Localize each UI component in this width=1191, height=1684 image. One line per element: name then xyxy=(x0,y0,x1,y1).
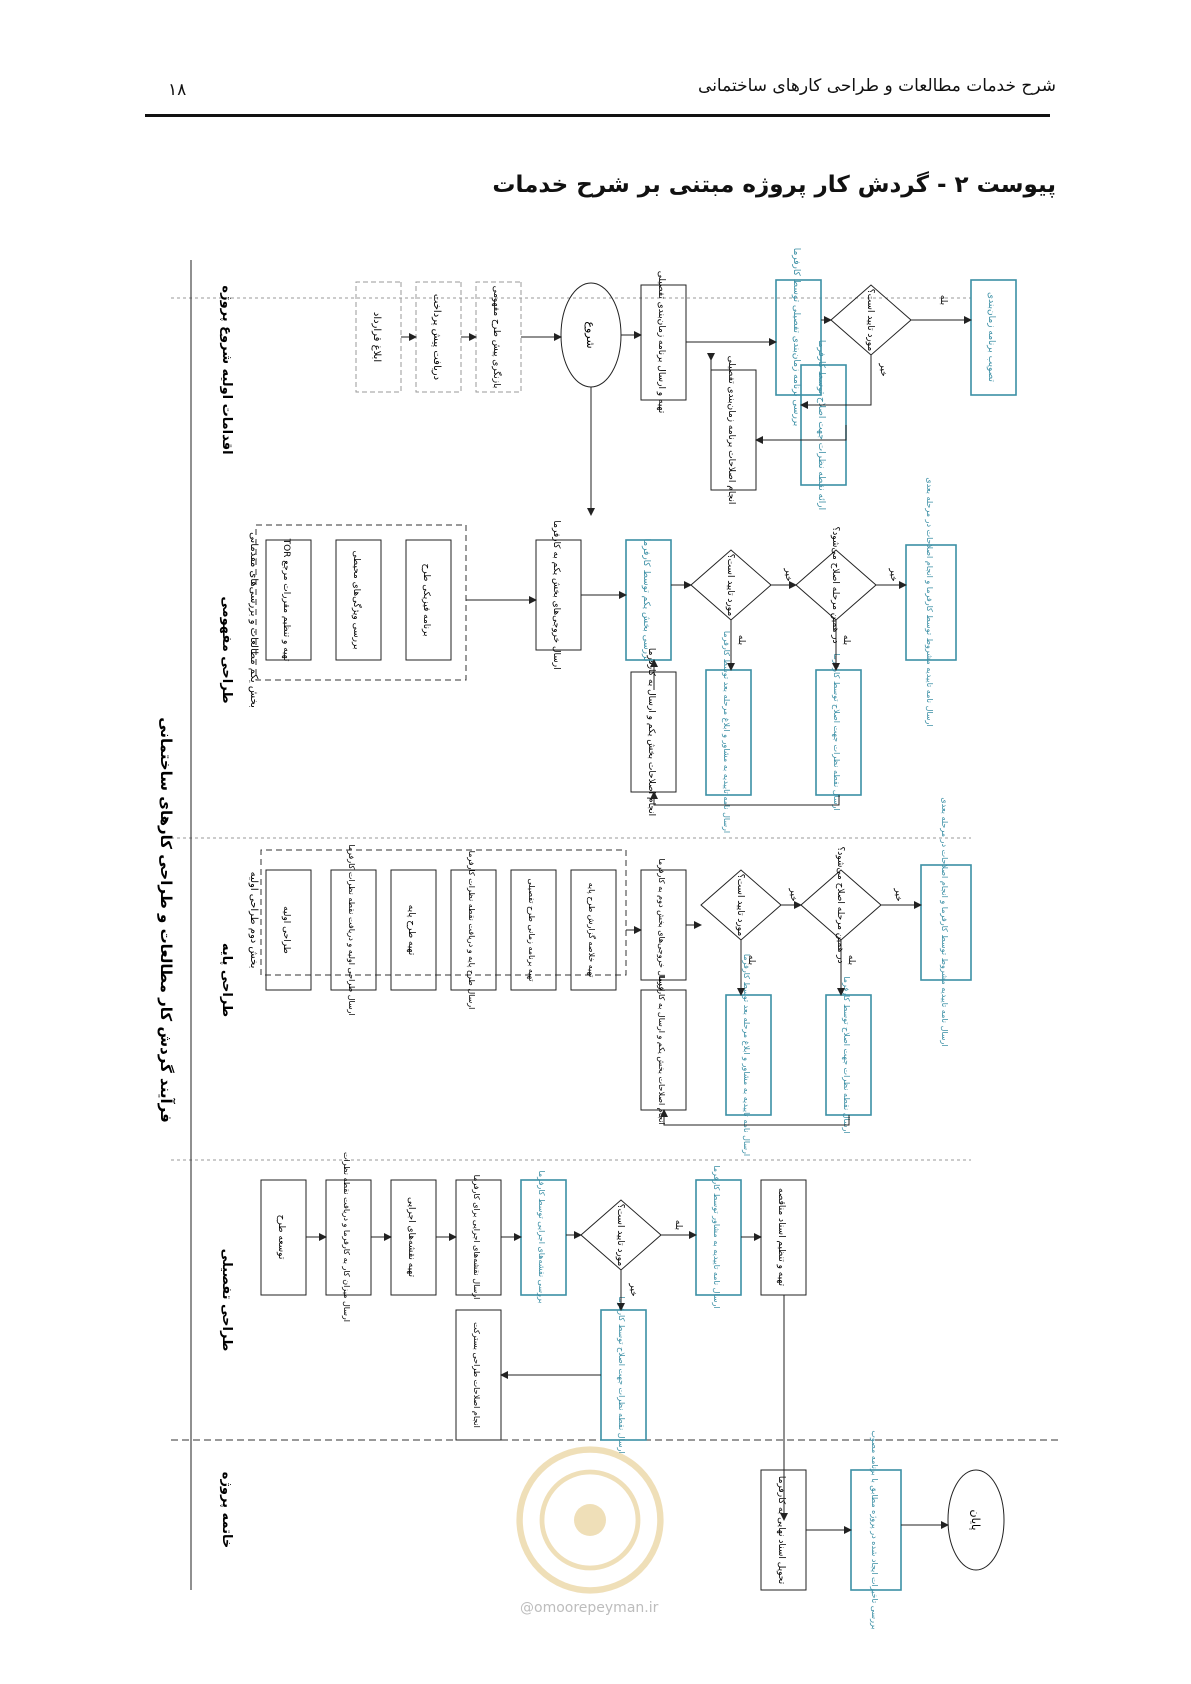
node-send-prelim: ارسال طراحی اولیه و دریافت نقطه نظرات کا… xyxy=(347,844,356,1015)
edge-no-4: خیر xyxy=(788,887,798,901)
node-approve-4: مورد تایید است؟ xyxy=(615,1204,625,1267)
edge-no-6: خیر xyxy=(628,1282,638,1296)
node-deliver: تحویل اسناد نهایی به کارفرما xyxy=(776,1476,786,1585)
node-summary: تهیه خلاصه گزارش طرح پایه xyxy=(587,883,597,978)
node-send-work: ارسال میزان کار به کارفرما و دریافت نقطه… xyxy=(342,1152,351,1322)
lane-detail: طراحی تفصیلی xyxy=(219,1249,234,1352)
node-review-1: بررسی بخش یکم توسط کارفرما xyxy=(641,539,651,662)
node-physical: برنامه فیزیکی طرح xyxy=(421,564,431,637)
node-end: پایان xyxy=(969,1510,982,1531)
node-approve-2: مورد تایید است؟ xyxy=(725,554,735,617)
node-tender: تهیه و تنظیم اسناد مناقصه xyxy=(776,1188,786,1287)
node-tor: تهیه و تنظیم مقررات مرجع TOR xyxy=(281,538,291,662)
appendix-title: پیوست ۲ - گردش کار پروژه مبتنی بر شرح خد… xyxy=(492,172,1056,198)
edge-yes-6: بله xyxy=(673,1220,683,1230)
lane-closing: خاتمه پروژه xyxy=(219,1472,234,1548)
node-prepay: دریافت پیش پرداخت xyxy=(431,294,442,380)
node-approve-3: مورد تایید است؟ xyxy=(735,874,745,937)
node-conditional-2: ارسال نامه تاییدیه مشروط توسط کارفرما و … xyxy=(940,797,949,1046)
node-letter-3: ارسال نامه تاییدیه به مشاور توسط کارفرما xyxy=(712,1165,721,1308)
node-review-exec: بررسی نقشه‌های اجرایی توسط کارفرما xyxy=(537,1170,546,1303)
node-fix-2: انجام اصلاحات بخش یکم و ارسال به کارفرما xyxy=(657,975,666,1125)
node-check: بررسی تاخیرات ایجاد شده در پروژه مطابق ب… xyxy=(870,1430,879,1629)
node-approve-1: مورد تایید است؟ xyxy=(865,289,875,352)
lane-concept: طراحی مفهومی xyxy=(219,596,234,703)
node-fix-1: انجام اصلاحات بخش یکم و ارسال به کارفرما xyxy=(646,648,656,816)
header-title: شرح خدمات مطالعات و طراحی کارهای ساختمان… xyxy=(698,76,1056,96)
node-review-concept: بازنگری پیش طرح مفهومی xyxy=(491,286,503,389)
node-send-2: ارسال خروجی‌های بخش دوم به کارفرما xyxy=(657,858,666,991)
edge-yes-2: بله xyxy=(736,635,746,645)
node-letter-2: ارسال نامه تاییدیه به مشاور و ابلاغ مرحل… xyxy=(742,954,751,1156)
edge-no-1: خیر xyxy=(878,362,888,376)
node-schedule-approve: تصویب برنامه زمان‌بندی xyxy=(986,292,996,382)
node-conditional-1: ارسال نامه تاییدیه مشروط توسط کارفرما و … xyxy=(925,477,934,726)
edge-yes-1: بله xyxy=(938,295,948,305)
watermark-text: @omoorepeyman.ir xyxy=(520,1600,659,1616)
edge-no-3: خیر xyxy=(888,567,898,581)
node-send-base: ارسال طرح پایه و دریافت نقطه نظرات کارفر… xyxy=(467,851,476,1010)
node-comments-3: ارسال نقطه نظرات جهت اصلاح توسط کارفرما xyxy=(617,1296,626,1454)
node-env: بررسی ویژگی‌های محیطی xyxy=(351,551,363,650)
node-comments-1: ارسال نقطه نظرات جهت اصلاح توسط کارفرما xyxy=(832,653,841,811)
diagram-main-title: فرآیند گردش کار مطالعات و طراحی کارهای س… xyxy=(157,717,175,1123)
edge-no-5: خیر xyxy=(893,887,903,901)
node-comments-2: ارسال نقطه نظرات جهت اصلاح توسط کارفرما xyxy=(842,976,851,1134)
node-base-plan: تهیه طرح پایه xyxy=(406,905,416,956)
edge-yes-3: بله xyxy=(841,635,851,645)
node-contract: ابلاغ قرارداد xyxy=(371,312,382,362)
node-schedule-review: بررسی برنامه زمان‌بندی تفصیلی توسط کارفر… xyxy=(791,248,801,427)
edge-no-2: خیر xyxy=(783,567,793,581)
group-label-1: بخش یکم مطالعات و بررسی‌های مقدماتی xyxy=(248,532,259,708)
node-schedule: تهیه و ارسال برنامه زمان‌بندی تفصیلی xyxy=(656,271,666,414)
node-letter-1: ارسال نامه تاییدیه به مشاور و ابلاغ مرحل… xyxy=(722,631,731,833)
node-send-exec: ارسال نقشه‌های اجرایی برای کارفرما xyxy=(472,1175,481,1300)
node-prelim: طراحی اولیه xyxy=(281,906,291,954)
node-time-detail: تهیه برنامه زمانی طرح تفصیلی xyxy=(527,878,536,981)
node-schedule-fix: انجام اصلاحات برنامه زمان‌بندی تفصیلی xyxy=(726,356,736,505)
edge-yes-5: بله xyxy=(846,955,856,965)
node-same-2: در همین مرحله اصلاح می‌شود؟ xyxy=(835,846,845,963)
node-schedule-comments: ارائه نقطه نظرات جهت اصلاح توسط کارفرما xyxy=(816,340,826,510)
lane-base: طراحی پایه xyxy=(219,943,234,1017)
node-start: شروع xyxy=(584,321,597,348)
node-fix-exec: انجام اصلاحات طراحی بسترکت xyxy=(472,1322,481,1428)
lane-initial: اقدامات اولیه شروع پروژه xyxy=(219,285,234,454)
edge-yes-4: بله xyxy=(746,955,756,965)
node-same-1: در همین مرحله اصلاح می‌شود؟ xyxy=(830,526,840,643)
page-number: ۱۸ xyxy=(168,80,187,100)
group-label-2: بخش دوم طراحی اولیه xyxy=(248,872,259,969)
node-send-1: ارسال خروجی‌های بخش یکم به کارفرما xyxy=(551,520,561,669)
node-develop: توسعه طرح xyxy=(276,1215,286,1260)
node-exec-drawings: تهیه نقشه‌های اجرایی xyxy=(406,1197,416,1277)
header-rule xyxy=(145,114,1050,117)
watermark-logo xyxy=(516,1446,664,1594)
